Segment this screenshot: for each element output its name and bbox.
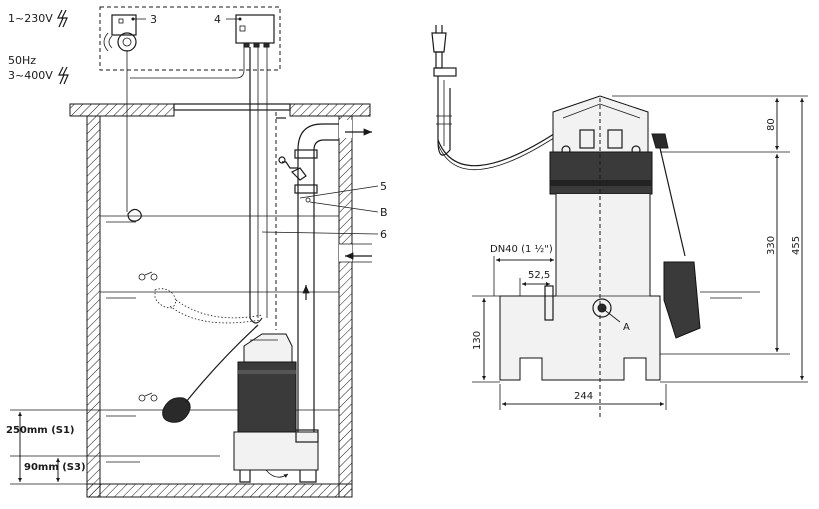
pit-walls	[86, 115, 353, 498]
float-switch-icon	[138, 271, 263, 324]
water-levels	[100, 215, 339, 463]
lightning-icon	[57, 9, 68, 28]
alarm-device	[111, 14, 137, 36]
three-phase-label: 3~400V	[8, 69, 53, 82]
height-dimensions	[612, 95, 808, 383]
float-switch-icon	[138, 324, 259, 423]
pump-elevation	[499, 95, 701, 420]
callout-a: A	[623, 322, 630, 333]
callout-3: 3	[150, 13, 157, 26]
level-dimensions	[10, 409, 100, 485]
dim-80: 80	[766, 118, 777, 131]
callout-b: B	[380, 206, 388, 219]
callout-5: 5	[380, 180, 387, 193]
callout-4: 4	[214, 13, 221, 26]
pump-in-pit	[233, 333, 319, 483]
control-cabinet-outline	[99, 6, 281, 71]
alarm-horn-icon	[117, 32, 137, 52]
frequency-label: 50Hz	[8, 54, 36, 67]
dim-52-5: 52,5	[528, 270, 550, 281]
alarm-float-icon	[126, 50, 142, 222]
width-dimensions	[493, 250, 667, 410]
dim-330: 330	[766, 236, 777, 255]
discharge-pipe	[278, 123, 339, 445]
dim-130: 130	[472, 331, 483, 350]
dim-244: 244	[574, 391, 593, 402]
lightning-icon	[58, 66, 69, 85]
single-phase-label: 1~230V	[8, 12, 53, 25]
level-s1-label: 250mm (S1)	[6, 425, 75, 436]
dim-455: 455	[791, 236, 802, 255]
base-dimensions	[472, 295, 548, 383]
dim-dn40: DN40 (1 ½")	[490, 243, 553, 255]
switch-box	[235, 14, 275, 44]
level-s3-label: 90mm (S3)	[24, 462, 86, 473]
pit-cover	[69, 103, 371, 117]
callout-6: 6	[380, 228, 387, 241]
